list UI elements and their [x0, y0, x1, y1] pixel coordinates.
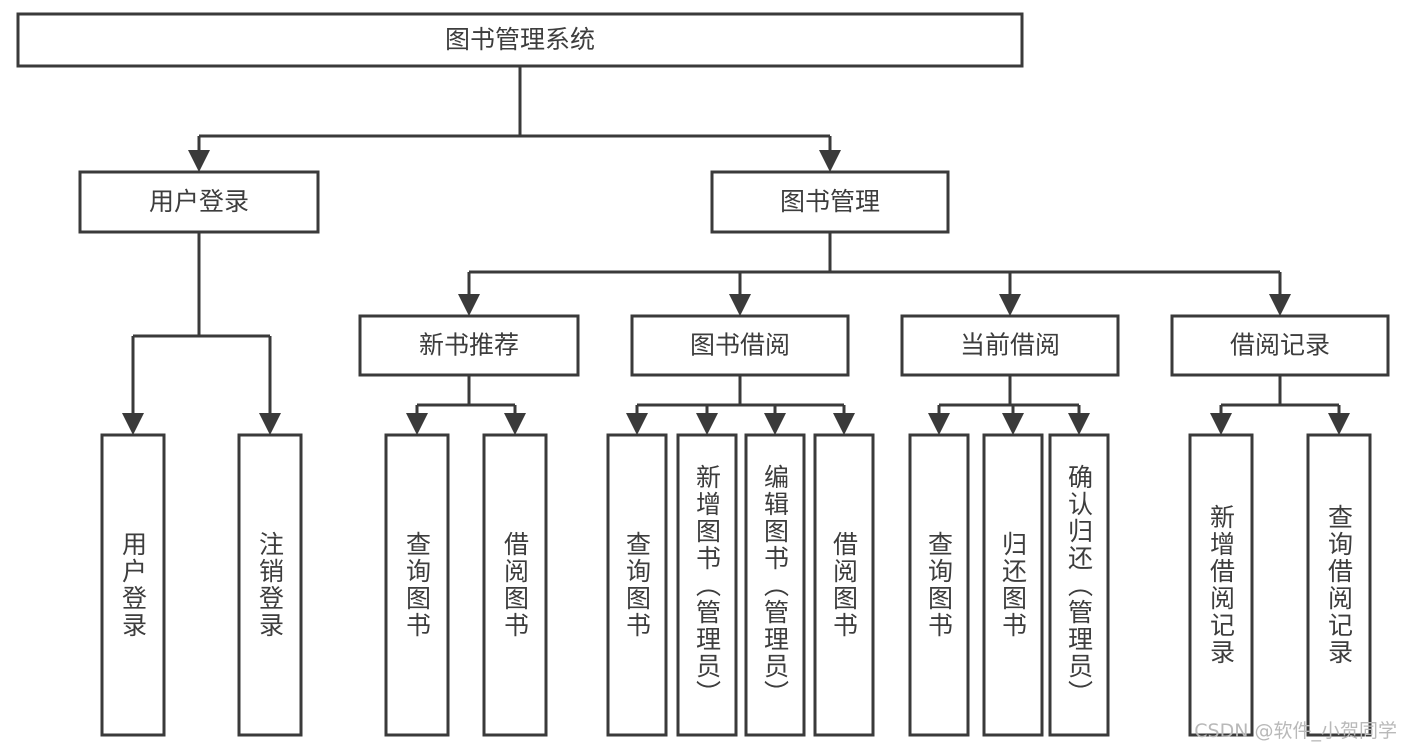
arrow-head-icon — [188, 150, 210, 172]
watermark-text: CSDN @软件_小贺同学 — [1194, 720, 1397, 742]
arrow-head-icon — [696, 413, 718, 435]
node-box-leaf-edit-book[interactable] — [744, 433, 806, 737]
node-box-leaf-confirm-return[interactable] — [1048, 433, 1110, 737]
node-box-book-manage[interactable] — [710, 170, 950, 234]
arrow-head-icon — [1068, 413, 1090, 435]
node-box-leaf-borrow-book-1[interactable] — [482, 433, 548, 737]
connector-layer — [122, 66, 1350, 435]
arrow-head-icon — [458, 294, 480, 316]
node-label-book-borrow: 图书借阅 — [690, 331, 790, 360]
arrow-head-icon — [122, 413, 144, 435]
arrow-head-icon — [259, 413, 281, 435]
node-box-leaf-borrow-book-2[interactable] — [813, 433, 875, 737]
node-box-leaf-add-record[interactable] — [1188, 433, 1254, 737]
arrow-head-icon — [406, 413, 428, 435]
arrow-head-icon — [833, 413, 855, 435]
node-label-borrow-record: 借阅记录 — [1230, 331, 1330, 360]
node-box-leaf-user-login[interactable] — [100, 433, 166, 737]
node-box-new-book-recommend[interactable] — [358, 314, 580, 377]
arrow-head-icon — [819, 150, 841, 172]
arrow-head-icon — [504, 413, 526, 435]
node-box-layer — [16, 12, 1390, 737]
arrow-head-icon — [999, 294, 1021, 316]
node-box-borrow-record[interactable] — [1170, 314, 1390, 377]
arrow-head-icon — [626, 413, 648, 435]
arrow-head-icon — [1269, 294, 1291, 316]
node-box-leaf-query-book-1[interactable] — [384, 433, 450, 737]
node-box-leaf-query-book-3[interactable] — [908, 433, 970, 737]
node-label-root: 图书管理系统 — [445, 25, 595, 54]
arrow-head-icon — [928, 413, 950, 435]
node-box-leaf-query-record[interactable] — [1306, 433, 1372, 737]
node-label-book-manage: 图书管理 — [780, 187, 880, 216]
node-label-current-borrow: 当前借阅 — [960, 331, 1060, 360]
node-box-leaf-add-book[interactable] — [676, 433, 738, 737]
node-label-user-login: 用户登录 — [149, 187, 249, 216]
node-box-user-login[interactable] — [78, 170, 320, 234]
node-box-current-borrow[interactable] — [900, 314, 1120, 377]
node-label-new-book-recommend: 新书推荐 — [419, 331, 519, 360]
node-box-leaf-query-book-2[interactable] — [606, 433, 668, 737]
node-box-root[interactable] — [16, 12, 1024, 68]
arrow-head-icon — [1210, 413, 1232, 435]
arrow-head-icon — [1328, 413, 1350, 435]
node-box-leaf-user-logout[interactable] — [237, 433, 303, 737]
arrow-head-icon — [1002, 413, 1024, 435]
arrow-head-icon — [764, 413, 786, 435]
node-box-leaf-return-book[interactable] — [982, 433, 1044, 737]
node-box-book-borrow[interactable] — [630, 314, 850, 377]
arrow-head-icon — [729, 294, 751, 316]
